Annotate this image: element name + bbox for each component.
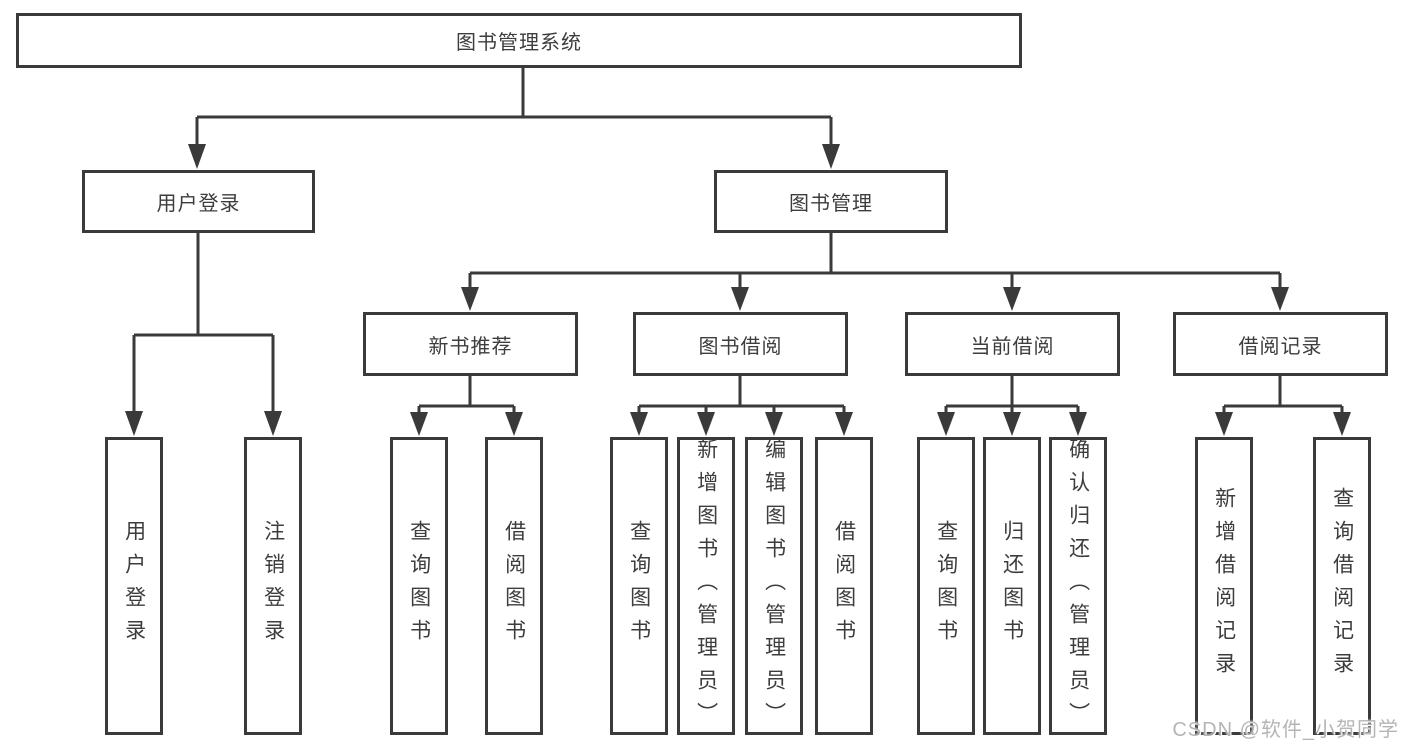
node-label: 当前借阅 bbox=[970, 335, 1055, 358]
node-label: 借阅记录 bbox=[1238, 335, 1323, 358]
node-user-login: 用户登录 bbox=[82, 170, 315, 233]
node-library-management-system: 图书管理系统 bbox=[16, 13, 1022, 68]
leaf-query-books: 查询图书 bbox=[390, 437, 448, 735]
leaf-label: 新增图书（管理员） bbox=[694, 437, 718, 735]
leaf-label: 用户登录 bbox=[122, 520, 146, 652]
node-label: 新书推荐 bbox=[428, 335, 513, 358]
node-label: 图书借阅 bbox=[698, 335, 783, 358]
leaf-label: 归还图书 bbox=[1000, 520, 1024, 652]
node-label: 图书管理系统 bbox=[456, 32, 582, 54]
leaf-label: 查询图书 bbox=[627, 520, 651, 652]
leaf-label: 新增借阅记录 bbox=[1212, 487, 1236, 685]
leaf-logout: 注销登录 bbox=[244, 437, 302, 735]
node-label: 用户登录 bbox=[156, 193, 241, 215]
node-borrowing-records: 借阅记录 bbox=[1173, 312, 1388, 376]
node-label: 图书管理 bbox=[789, 193, 873, 215]
leaf-label: 查询图书 bbox=[407, 520, 431, 652]
node-book-management: 图书管理 bbox=[714, 170, 948, 233]
leaf-label: 借阅图书 bbox=[502, 520, 526, 652]
leaf-borrow-books: 借阅图书 bbox=[485, 437, 543, 735]
leaf-label: 注销登录 bbox=[261, 520, 285, 652]
csdn-watermark: CSDN @软件_小贺同学 bbox=[1172, 719, 1399, 741]
leaf-label: 查询借阅记录 bbox=[1330, 487, 1354, 685]
leaf-label: 查询图书 bbox=[934, 520, 958, 652]
leaf-query-books: 查询图书 bbox=[917, 437, 975, 735]
leaf-borrow-books: 借阅图书 bbox=[815, 437, 873, 735]
leaf-label: 借阅图书 bbox=[832, 520, 856, 652]
node-new-book-recommendation: 新书推荐 bbox=[363, 312, 578, 376]
leaf-add-borrow-record: 新增借阅记录 bbox=[1195, 437, 1253, 735]
node-current-borrowing: 当前借阅 bbox=[905, 312, 1120, 376]
leaf-label: 编辑图书（管理员） bbox=[762, 437, 786, 735]
leaf-add-book-admin: 新增图书（管理员） bbox=[677, 437, 735, 735]
leaf-confirm-return-admin: 确认归还（管理员） bbox=[1049, 437, 1107, 735]
leaf-query-borrow-record: 查询借阅记录 bbox=[1313, 437, 1371, 735]
leaf-user-login: 用户登录 bbox=[105, 437, 163, 735]
leaf-query-books: 查询图书 bbox=[610, 437, 668, 735]
leaf-return-books: 归还图书 bbox=[983, 437, 1041, 735]
leaf-label: 确认归还（管理员） bbox=[1066, 437, 1090, 735]
leaf-edit-book-admin: 编辑图书（管理员） bbox=[745, 437, 803, 735]
node-book-borrowing: 图书借阅 bbox=[633, 312, 848, 376]
